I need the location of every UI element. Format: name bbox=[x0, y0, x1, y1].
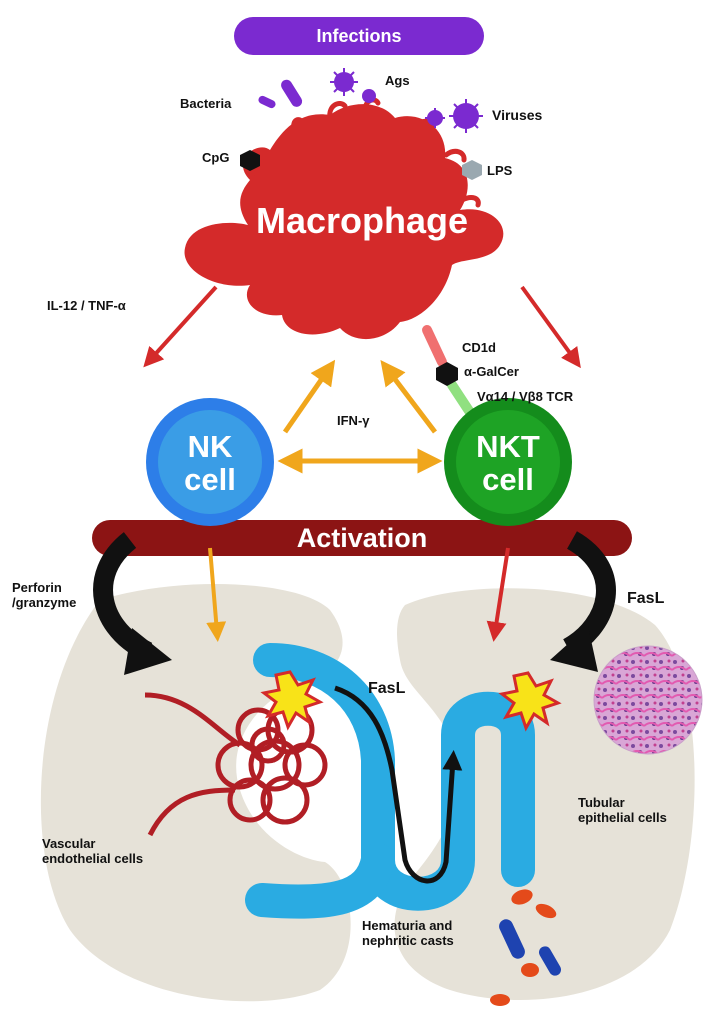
nk-cell-label: NK cell bbox=[184, 429, 236, 497]
infections-banner: Infections bbox=[234, 17, 484, 55]
fasl-right-label: FasL bbox=[627, 590, 665, 607]
virus-spikes bbox=[330, 68, 483, 133]
macrophage-label: Macrophage bbox=[255, 200, 469, 241]
tubular-label: Tubular epithelial cells bbox=[578, 795, 667, 825]
glomerulus bbox=[144, 692, 328, 837]
nk-down-arrow bbox=[206, 547, 227, 642]
cpg-hexagon bbox=[240, 150, 260, 171]
fasl-center-label: FasL bbox=[368, 680, 406, 697]
hematuria-cells bbox=[490, 889, 561, 1006]
activation-bar bbox=[92, 520, 632, 556]
renal-tubule-lower bbox=[245, 843, 395, 919]
lps-hexagon bbox=[462, 160, 482, 180]
macrophage-cell bbox=[184, 104, 504, 340]
galcer-hexagon bbox=[436, 362, 458, 386]
vascular-label: Vascular endothelial cells bbox=[42, 836, 144, 866]
il12-tnf-label: IL-12 / TNF-α bbox=[47, 298, 126, 313]
tcr-label: Vα14 / Vβ8 TCR bbox=[477, 389, 574, 404]
cd1d-label: CD1d bbox=[462, 340, 496, 355]
ifn-gamma-label: IFN-γ bbox=[337, 413, 370, 428]
lps-label: LPS bbox=[487, 163, 513, 178]
ifn-arrow-1 bbox=[282, 359, 336, 434]
damage-burst-right bbox=[498, 671, 562, 732]
histology-image bbox=[593, 645, 703, 755]
il12-arrow-left bbox=[143, 285, 218, 368]
cd1d-stalk bbox=[422, 325, 447, 367]
cpg-label: CpG bbox=[202, 150, 230, 165]
fasl-pathway-arrow bbox=[334, 685, 463, 884]
hematuria-label: Hematuria and nephritic casts bbox=[362, 918, 454, 948]
il12-arrow-right bbox=[520, 285, 581, 369]
galcer-label: α-GalCer bbox=[464, 364, 519, 379]
renal-tubule bbox=[253, 643, 535, 911]
bacteria-icon bbox=[258, 79, 303, 109]
ifn-arrow-2 bbox=[380, 360, 437, 434]
ags-label: Ags bbox=[385, 73, 410, 88]
nkt-cell-label: NKT cell bbox=[476, 429, 540, 497]
damage-burst-left bbox=[260, 670, 324, 731]
activation-label: Activation bbox=[296, 523, 428, 553]
perforin-label: Perforin /granzyme bbox=[12, 580, 77, 610]
viruses-label: Viruses bbox=[492, 107, 543, 123]
nkt-down-arrow bbox=[486, 547, 510, 642]
bacteria-label: Bacteria bbox=[180, 96, 232, 111]
